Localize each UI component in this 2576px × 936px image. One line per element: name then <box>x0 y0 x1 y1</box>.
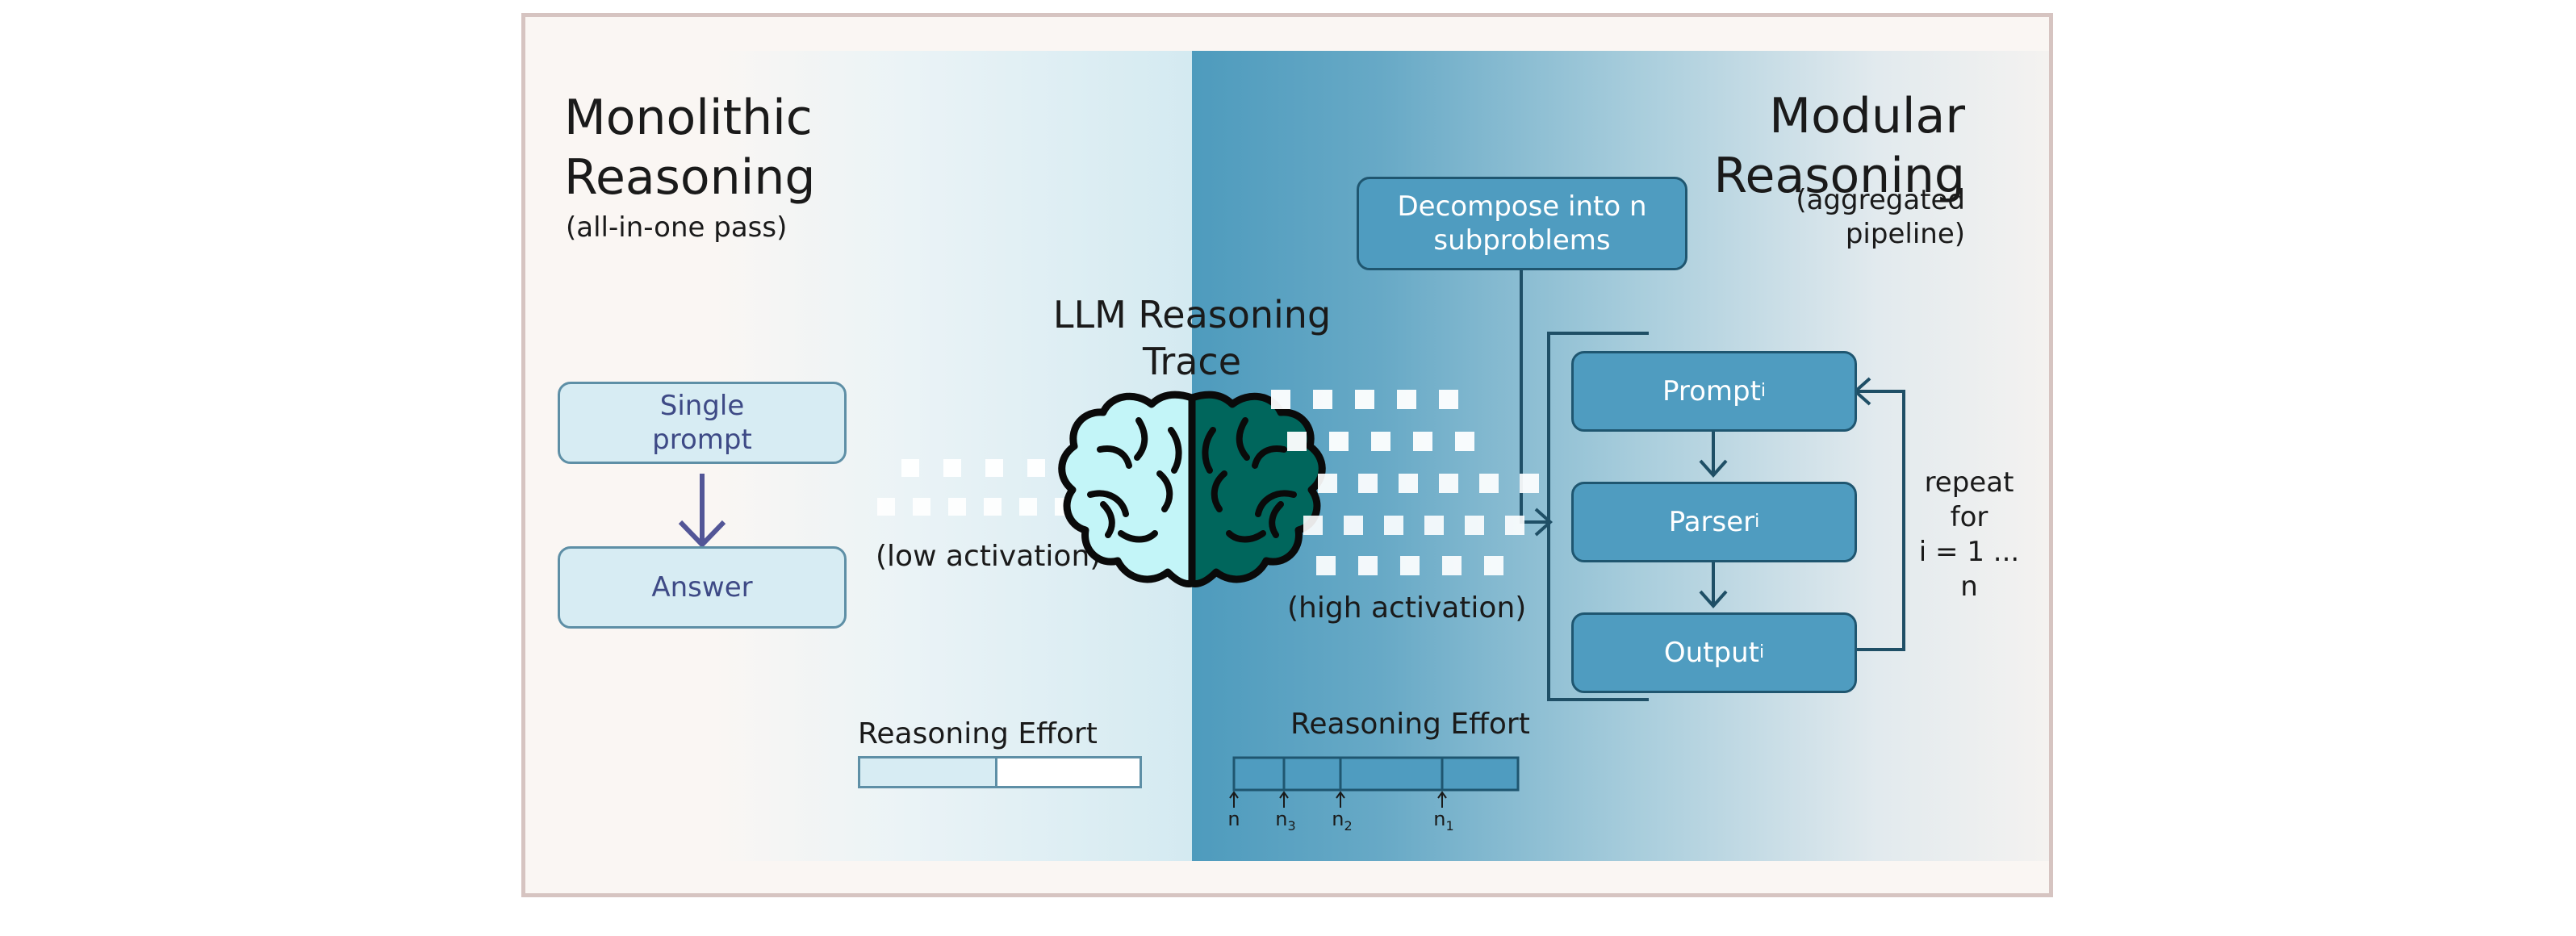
output-subscript: i <box>1758 642 1765 662</box>
modular-subtitle-line1: (aggregated <box>1796 184 1965 216</box>
activation-square <box>1329 432 1349 451</box>
activation-square <box>901 459 919 477</box>
marker-n1: n1 <box>1433 808 1454 834</box>
modular-title: Modular Reasoning <box>1714 86 1965 206</box>
monolithic-title-line2: Reasoning <box>564 149 816 206</box>
brain-left-hemisphere <box>1058 391 1196 587</box>
activation-square <box>1439 390 1458 409</box>
activation-square <box>1484 556 1503 575</box>
decompose-line2: subproblems <box>1433 224 1611 257</box>
activation-square <box>1355 390 1374 409</box>
left-effort-label: Reasoning Effort <box>858 717 1098 750</box>
monolithic-title: Monolithic Reasoning <box>564 88 815 207</box>
activation-square <box>1479 474 1499 493</box>
activation-square <box>1344 516 1363 535</box>
activation-square <box>1303 516 1323 535</box>
activation-square <box>1358 556 1378 575</box>
prompt-to-answer-arrow <box>678 474 726 549</box>
prompt-subscript: i <box>1760 381 1767 401</box>
repeat-label: repeat for i = 1 ... n <box>1909 466 2030 604</box>
modular-subtitle: (aggregated pipeline) <box>1796 183 1965 251</box>
activation-square <box>1399 474 1418 493</box>
reasoning-trace-title: LLM Reasoning Trace <box>1031 291 1353 385</box>
parser-label: Parser <box>1668 506 1755 538</box>
left-effort-fill <box>860 758 997 786</box>
monolithic-title-line1: Monolithic <box>564 90 813 146</box>
repeat-line1: repeat <box>1924 466 2014 499</box>
activation-square <box>1019 498 1037 516</box>
activation-square <box>943 459 961 477</box>
activation-square <box>1424 516 1444 535</box>
activation-square <box>1400 556 1420 575</box>
activation-square <box>948 498 966 516</box>
activation-square <box>1271 390 1290 409</box>
low-activation-label: (low activation) <box>876 540 1102 573</box>
marker-n3: n3 <box>1275 808 1296 834</box>
modular-subtitle-line2: pipeline) <box>1845 218 1965 250</box>
right-effort-bar <box>1232 756 1520 792</box>
prompt-label: Prompt <box>1662 375 1761 407</box>
right-effort-label: Reasoning Effort <box>1290 708 1530 741</box>
repeat-line3: i = 1 ... n <box>1918 536 2020 603</box>
marker-n2: n2 <box>1332 808 1353 834</box>
modular-title-line1: Modular <box>1769 88 1965 144</box>
marker-arrowhead <box>1279 791 1289 799</box>
repeat-line2: for <box>1950 501 1988 533</box>
decompose-line1: Decompose into n <box>1397 190 1647 223</box>
activation-square <box>913 498 930 516</box>
activation-square <box>1439 474 1458 493</box>
single-prompt-box: Single prompt <box>558 382 847 464</box>
activation-square <box>1384 516 1403 535</box>
activation-square <box>1505 516 1524 535</box>
marker-arrowhead <box>1229 791 1239 799</box>
activation-square <box>1318 474 1337 493</box>
marker-arrowhead <box>1336 791 1345 799</box>
activation-square <box>1442 556 1462 575</box>
activation-square <box>1027 459 1045 477</box>
marker-n: n <box>1227 808 1240 830</box>
left-effort-bar <box>858 756 1142 788</box>
activation-square <box>877 498 895 516</box>
activation-square <box>1316 556 1336 575</box>
monolithic-subtitle: (all-in-one pass) <box>566 211 788 244</box>
activation-square <box>1455 432 1474 451</box>
reasoning-trace-line2: Trace <box>1142 340 1242 383</box>
activation-square <box>985 459 1003 477</box>
low-activation-squares <box>877 459 1087 516</box>
reasoning-trace-line1: LLM Reasoning <box>1052 293 1332 336</box>
effort-marker-arrows <box>1229 791 1447 808</box>
activation-square <box>1313 390 1332 409</box>
decompose-box: Decompose into n subproblems <box>1357 177 1687 270</box>
activation-square <box>984 498 1002 516</box>
activation-square <box>1465 516 1484 535</box>
output-label: Output <box>1663 637 1759 669</box>
marker-arrowhead <box>1437 791 1447 799</box>
answer-box: Answer <box>558 546 847 629</box>
activation-square <box>1358 474 1378 493</box>
activation-square <box>1397 390 1416 409</box>
single-prompt-line2: prompt <box>652 424 752 456</box>
diagram-frame: Monolithic Reasoning (all-in-one pass) S… <box>521 13 2053 897</box>
high-activation-squares <box>1271 390 1539 575</box>
activation-square <box>1287 432 1307 451</box>
high-activation-label: (high activation) <box>1287 591 1527 625</box>
parser-subscript: i <box>1754 512 1760 532</box>
single-prompt-line1: Single <box>659 390 745 422</box>
modular-title-line2: Reasoning <box>1713 148 1965 204</box>
activation-square <box>1371 432 1390 451</box>
activation-square <box>1413 432 1432 451</box>
activation-square <box>1520 474 1539 493</box>
